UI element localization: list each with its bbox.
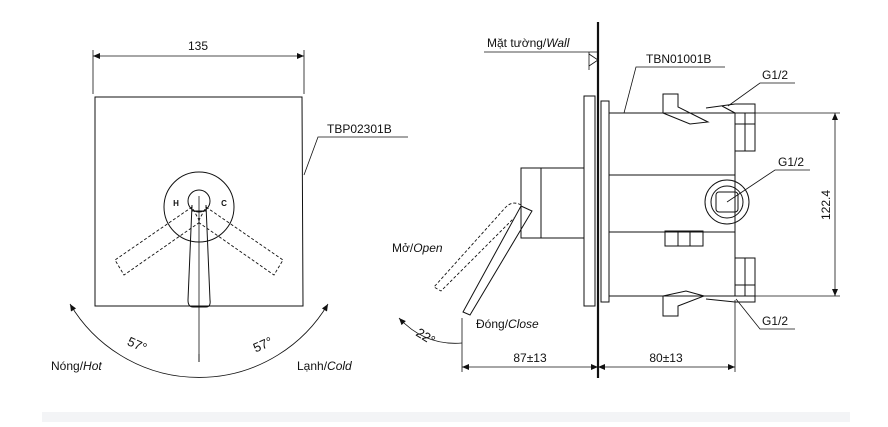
clip-lower: [664, 230, 704, 247]
cold-label: Lạnh/Cold: [297, 359, 352, 373]
open-angle-arc: [398, 317, 463, 344]
body-flange: [600, 100, 610, 303]
wall-marker: [588, 53, 599, 67]
depth-front: 87±13: [513, 351, 547, 365]
wall-label: Mặt tường/Wall: [487, 36, 570, 50]
lever-rotated-right: [197, 206, 284, 276]
width-dimension: 135: [188, 39, 208, 53]
thread-top-leader: [727, 82, 795, 107]
bottom-bracket: [662, 290, 706, 317]
plate-leader-line: [303, 136, 408, 176]
thread-middle-leader: [726, 169, 810, 203]
port-bottom: [705, 257, 756, 303]
plate-model-label: TBP02301B: [327, 122, 392, 136]
angle-right: 57°: [251, 334, 275, 356]
thread-top: G1/2: [762, 68, 788, 82]
thread-bottom: G1/2: [762, 314, 788, 328]
lever-housing: [520, 167, 585, 239]
front-view: 135 TBP02301B H C 57° 57° Nóng/Hot Lạnh/…: [51, 39, 408, 378]
lever-closed: [462, 205, 533, 316]
hot-mark: H: [173, 199, 179, 208]
body-leader-line: [623, 66, 725, 114]
close-label: Đóng/Close: [476, 317, 539, 331]
thread-bottom-leader: [735, 298, 795, 330]
lever-open: [433, 202, 522, 292]
side-view: Mặt tường/Wall 22° Mở/Open Đóng/Close TB…: [392, 22, 840, 378]
body-model-label: TBN01001B: [646, 52, 711, 66]
port-middle-outer: [704, 179, 750, 225]
thread-middle: G1/2: [778, 155, 804, 169]
height-dimension: 122.4: [819, 190, 833, 220]
angle-left: 57°: [125, 334, 149, 356]
top-bracket: [662, 93, 710, 125]
lever-rotated-left: [114, 206, 201, 276]
open-label: Mở/Open: [392, 241, 443, 255]
port-middle-inner: [710, 185, 744, 219]
open-angle: 22°: [413, 325, 438, 348]
cold-mark: C: [221, 199, 227, 208]
plate-profile: [583, 95, 596, 307]
depth-back: 80±13: [649, 351, 683, 365]
port-top: [705, 103, 756, 152]
rotation-arc: [69, 303, 329, 378]
hot-label: Nóng/Hot: [51, 359, 102, 373]
footer-band: [42, 412, 850, 422]
